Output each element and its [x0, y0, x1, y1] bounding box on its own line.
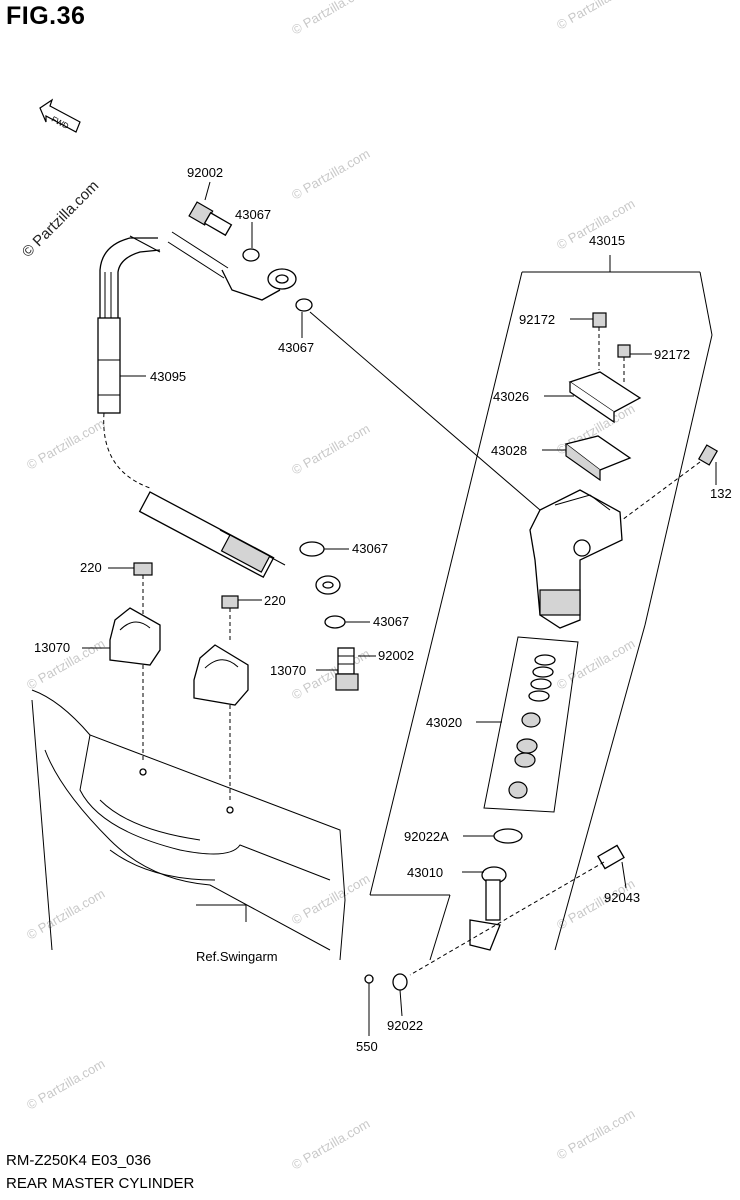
part-label: 43095: [150, 369, 186, 384]
diaphragm-icon: [564, 435, 632, 482]
screw-icon: [617, 344, 631, 385]
cotter-pin-icon: [364, 974, 374, 1010]
watermark-text: © Partzilla.com: [554, 1106, 637, 1163]
part-label: 132: [710, 486, 732, 501]
leader-lines: [82, 181, 717, 1036]
part-label: Ref.Swingarm: [196, 949, 278, 964]
piston-kit-icon: [483, 636, 579, 813]
watermark-text: © Partzilla.com: [554, 636, 637, 693]
watermark-text: © Partzilla.com: [554, 0, 637, 33]
watermark-text: © Partzilla.com: [24, 886, 107, 943]
swingarm-icon: [31, 689, 346, 961]
part-label: 13070: [34, 640, 70, 655]
fwd-arrow-icon: FWD: [39, 98, 81, 133]
part-label: 220: [264, 593, 286, 608]
watermark-text: © Partzilla.com: [24, 1056, 107, 1113]
watermark-text: © Partzilla.com: [24, 416, 107, 473]
part-label: 92002: [187, 165, 223, 180]
part-label: 43067: [278, 340, 314, 355]
brake-hose-icon: [97, 231, 341, 595]
hose-clamp-icon: [193, 644, 249, 814]
part-label: 92022: [387, 1018, 423, 1033]
model-code: RM-Z250K4 E03_036: [6, 1152, 152, 1169]
part-label: 92172: [519, 312, 555, 327]
watermark-text: © Partzilla.com: [289, 0, 372, 38]
part-labels: 92002 43067 43067 43095 43015 92172 9217…: [34, 165, 732, 1054]
part-label: 43067: [373, 614, 409, 629]
part-label: 92002: [378, 648, 414, 663]
assembly-group-outline: [369, 255, 713, 961]
watermark-text: © Partzilla.com: [289, 1116, 372, 1173]
banjo-bolt-icon: [188, 201, 233, 237]
bolt-icon: [133, 562, 153, 615]
part-label: 43015: [589, 233, 625, 248]
part-label: 220: [80, 560, 102, 575]
screw-icon: [592, 312, 607, 370]
screw-icon: [621, 444, 719, 521]
part-label: 43028: [491, 443, 527, 458]
part-label: 550: [356, 1039, 378, 1054]
watermark-main: © Partzilla.com: [19, 177, 102, 260]
washer-icon: [242, 248, 260, 262]
master-cylinder-body-icon: [529, 489, 623, 629]
part-label: 92172: [654, 347, 690, 362]
washer-icon: [295, 298, 313, 312]
washer-icon: [299, 541, 325, 557]
bolt-icon: [221, 595, 239, 640]
part-label: 43010: [407, 865, 443, 880]
diagram-name: REAR MASTER CYLINDER: [6, 1175, 195, 1192]
part-label: 13070: [270, 663, 306, 678]
washer-icon: [392, 973, 408, 991]
figure-title: FIG.36: [6, 2, 86, 30]
pin-icon: [409, 844, 625, 976]
part-label: 43067: [352, 541, 388, 556]
watermark-text: © Partzilla.com: [289, 146, 372, 203]
part-label: 43026: [493, 389, 529, 404]
seal-icon: [493, 828, 523, 844]
part-label: 92022A: [404, 829, 449, 844]
part-label: 43067: [235, 207, 271, 222]
part-label: 92043: [604, 890, 640, 905]
washer-icon: [324, 615, 346, 629]
watermark-text: © Partzilla.com: [289, 421, 372, 478]
push-rod-icon: [469, 866, 507, 951]
reservoir-lid-icon: [568, 371, 642, 424]
part-label: 43020: [426, 715, 462, 730]
hose-clamp-icon: [109, 607, 161, 776]
banjo-bolt-icon: [335, 647, 359, 691]
watermark-text: © Partzilla.com: [289, 871, 372, 928]
